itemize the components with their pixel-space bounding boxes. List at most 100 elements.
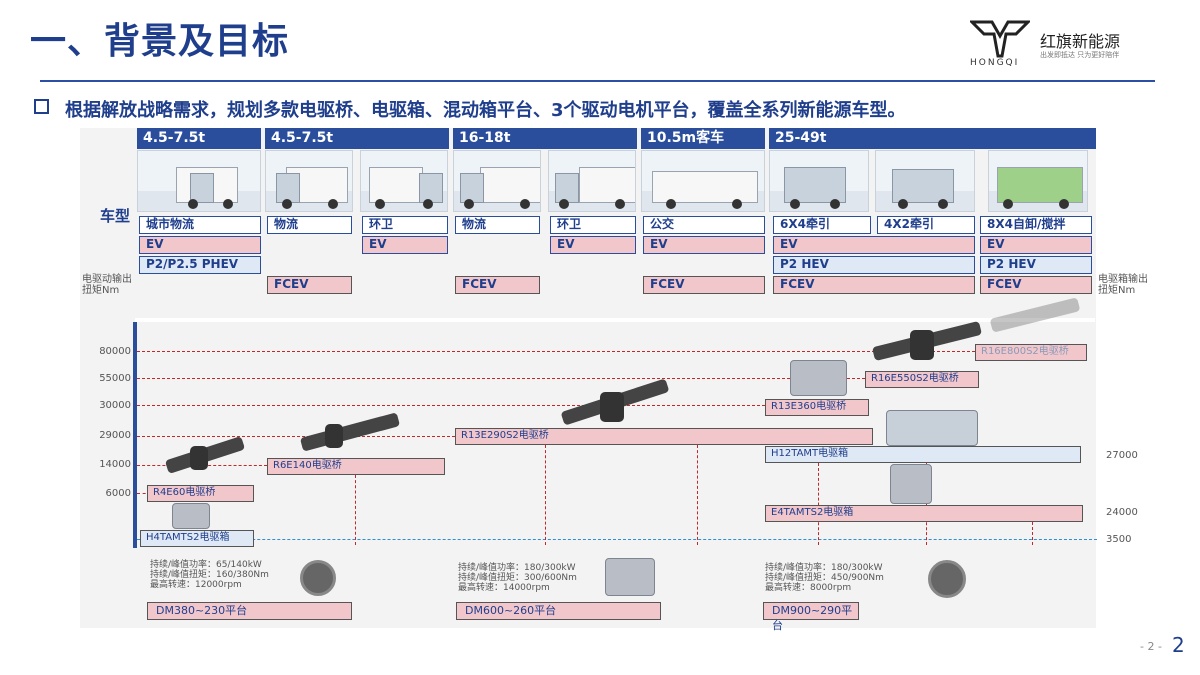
page-number: 2 xyxy=(1172,633,1185,657)
vehicle-image xyxy=(548,150,636,212)
drop-line xyxy=(1032,522,1033,545)
bullet-text: 根据解放战略需求，规划多款电驱桥、电驱箱、混动箱平台、3个驱动电机平台，覆盖全系… xyxy=(65,100,906,121)
tag-tractor-4x2: 4X2牵引 xyxy=(877,216,975,234)
tag-ev: EV xyxy=(643,236,765,254)
section-divider xyxy=(135,318,1095,322)
tag-logistics: 物流 xyxy=(267,216,352,234)
axle-hub-illustration xyxy=(600,392,624,422)
logo-text-cn: 红旗新能源 xyxy=(1040,32,1121,51)
tag-fcev: FCEV xyxy=(267,276,352,294)
tag-ev: EV xyxy=(362,236,448,254)
page-title: 一、背景及目标 xyxy=(30,21,290,62)
torque-guide-line xyxy=(137,351,975,352)
tag-ev: EV xyxy=(550,236,636,254)
tag-fcev: FCEV xyxy=(773,276,975,294)
right-axis-label: 电驱箱输出扭矩Nm xyxy=(1098,274,1148,296)
motor-illustration xyxy=(300,560,336,596)
spec-line: 持续/峰值扭矩：160/380Nm xyxy=(150,570,269,580)
product-label: R16E800S2电驱桥 xyxy=(975,344,1087,361)
vehicle-image xyxy=(137,150,261,212)
vehicle-image xyxy=(875,150,975,212)
segment-header: 16-18t xyxy=(453,128,637,149)
right-tick-label: 3500 xyxy=(1106,534,1132,545)
segment-header: 4.5-7.5t xyxy=(265,128,449,149)
y-tick-label: 6000 xyxy=(105,488,131,499)
bullet-line: 根据解放战略需求，规划多款电驱桥、电驱箱、混动箱平台、3个驱动电机平台，覆盖全系… xyxy=(34,96,906,122)
hongqi-emblem-icon xyxy=(968,20,1032,58)
segment-header: 4.5-7.5t xyxy=(137,128,261,149)
bullet-square-icon xyxy=(34,99,49,114)
tag-tractor-6x4: 6X4牵引 xyxy=(773,216,871,234)
tag-dump-mixer: 8X4自卸/搅拌 xyxy=(980,216,1092,234)
spec-line: 最高转速：8000rpm xyxy=(765,583,852,593)
vehicle-image xyxy=(453,150,541,212)
spec-line: 最高转速：14000rpm xyxy=(458,583,550,593)
motor-platform-specs: 持续/峰值功率：180/300kW 持续/峰值扭矩：300/600Nm 最高转速… xyxy=(458,563,577,593)
axle-illustration xyxy=(790,360,847,396)
motor-platform-label: DM900~290平台 xyxy=(763,602,859,632)
product-label: H12TAMT电驱箱 xyxy=(765,446,1081,463)
axle-illustration xyxy=(989,297,1081,333)
vehicle-type-label: 车型 xyxy=(100,207,131,225)
product-label: R16E550S2电驱桥 xyxy=(865,371,979,388)
vehicle-image xyxy=(360,150,448,212)
motor-platform-specs: 持续/峰值功率：65/140kW 持续/峰值扭矩：160/380Nm 最高转速：… xyxy=(150,560,269,590)
product-label: R4E60电驱桥 xyxy=(147,485,254,502)
y-tick-label: 55000 xyxy=(99,373,131,384)
tag-sanitation: 环卫 xyxy=(550,216,636,234)
logo-slogan: 出发即抵达 只为更好陪伴 xyxy=(1040,51,1120,59)
vehicle-image xyxy=(769,150,869,212)
gearbox-illustration xyxy=(886,410,978,446)
segment-header: 10.5m客车 xyxy=(641,128,765,149)
tag-fcev: FCEV xyxy=(455,276,540,294)
tag-urban-logistics: 城市物流 xyxy=(139,216,261,234)
y-tick-label: 30000 xyxy=(99,400,131,411)
spec-line: 持续/峰值功率：65/140kW xyxy=(150,560,262,570)
vehicle-image xyxy=(641,150,765,212)
left-axis-label: 电驱动输出扭矩Nm xyxy=(82,274,132,296)
tag-hev: P2 HEV xyxy=(980,256,1092,274)
torque-guide-line xyxy=(137,378,865,379)
tag-bus: 公交 xyxy=(643,216,765,234)
drop-line xyxy=(545,445,546,545)
motor-platform-label: DM600~260平台 xyxy=(456,602,661,620)
drop-line xyxy=(697,445,698,545)
drop-line xyxy=(818,463,819,545)
vehicle-image xyxy=(265,150,353,212)
segment-header: 25-49t xyxy=(769,128,1096,149)
page-number-small: - 2 - xyxy=(1140,640,1162,653)
right-tick-label: 27000 xyxy=(1106,450,1138,461)
header-rule xyxy=(40,80,1155,82)
product-label: H4TAMTS2电驱箱 xyxy=(140,530,254,547)
drop-line xyxy=(926,463,927,545)
motor-illustration xyxy=(928,560,966,598)
spec-line: 持续/峰值功率：180/300kW xyxy=(765,563,883,573)
y-tick-label: 29000 xyxy=(99,430,131,441)
tag-phev: P2/P2.5 PHEV xyxy=(139,256,261,274)
spec-line: 持续/峰值功率：180/300kW xyxy=(458,563,576,573)
axle-hub-illustration xyxy=(190,446,208,470)
hongqi-logo xyxy=(968,18,1160,70)
tag-ev: EV xyxy=(139,236,261,254)
product-label: R6E140电驱桥 xyxy=(267,458,445,475)
tag-fcev: FCEV xyxy=(643,276,765,294)
tag-sanitation: 环卫 xyxy=(362,216,448,234)
gearbox-illustration xyxy=(890,464,932,504)
gearbox-guide-line xyxy=(137,539,1097,540)
gearbox-illustration xyxy=(172,503,210,529)
vehicle-image xyxy=(988,150,1088,212)
motor-platform-label: DM380~230平台 xyxy=(147,602,352,620)
right-tick-label: 24000 xyxy=(1106,507,1138,518)
spec-line: 持续/峰值扭矩：300/600Nm xyxy=(458,573,577,583)
tag-ev: EV xyxy=(980,236,1092,254)
axle-hub-illustration xyxy=(910,330,934,360)
y-tick-label: 80000 xyxy=(99,346,131,357)
drop-line xyxy=(355,475,356,545)
tag-fcev: FCEV xyxy=(980,276,1092,294)
motor-platform-specs: 持续/峰值功率：180/300kW 持续/峰值扭矩：450/900Nm 最高转速… xyxy=(765,563,884,593)
torque-guide-line xyxy=(137,405,765,406)
tag-hev: P2 HEV xyxy=(773,256,975,274)
tag-logistics: 物流 xyxy=(455,216,540,234)
product-label: R13E290S2电驱桥 xyxy=(455,428,873,445)
torque-guide-line xyxy=(137,436,455,437)
